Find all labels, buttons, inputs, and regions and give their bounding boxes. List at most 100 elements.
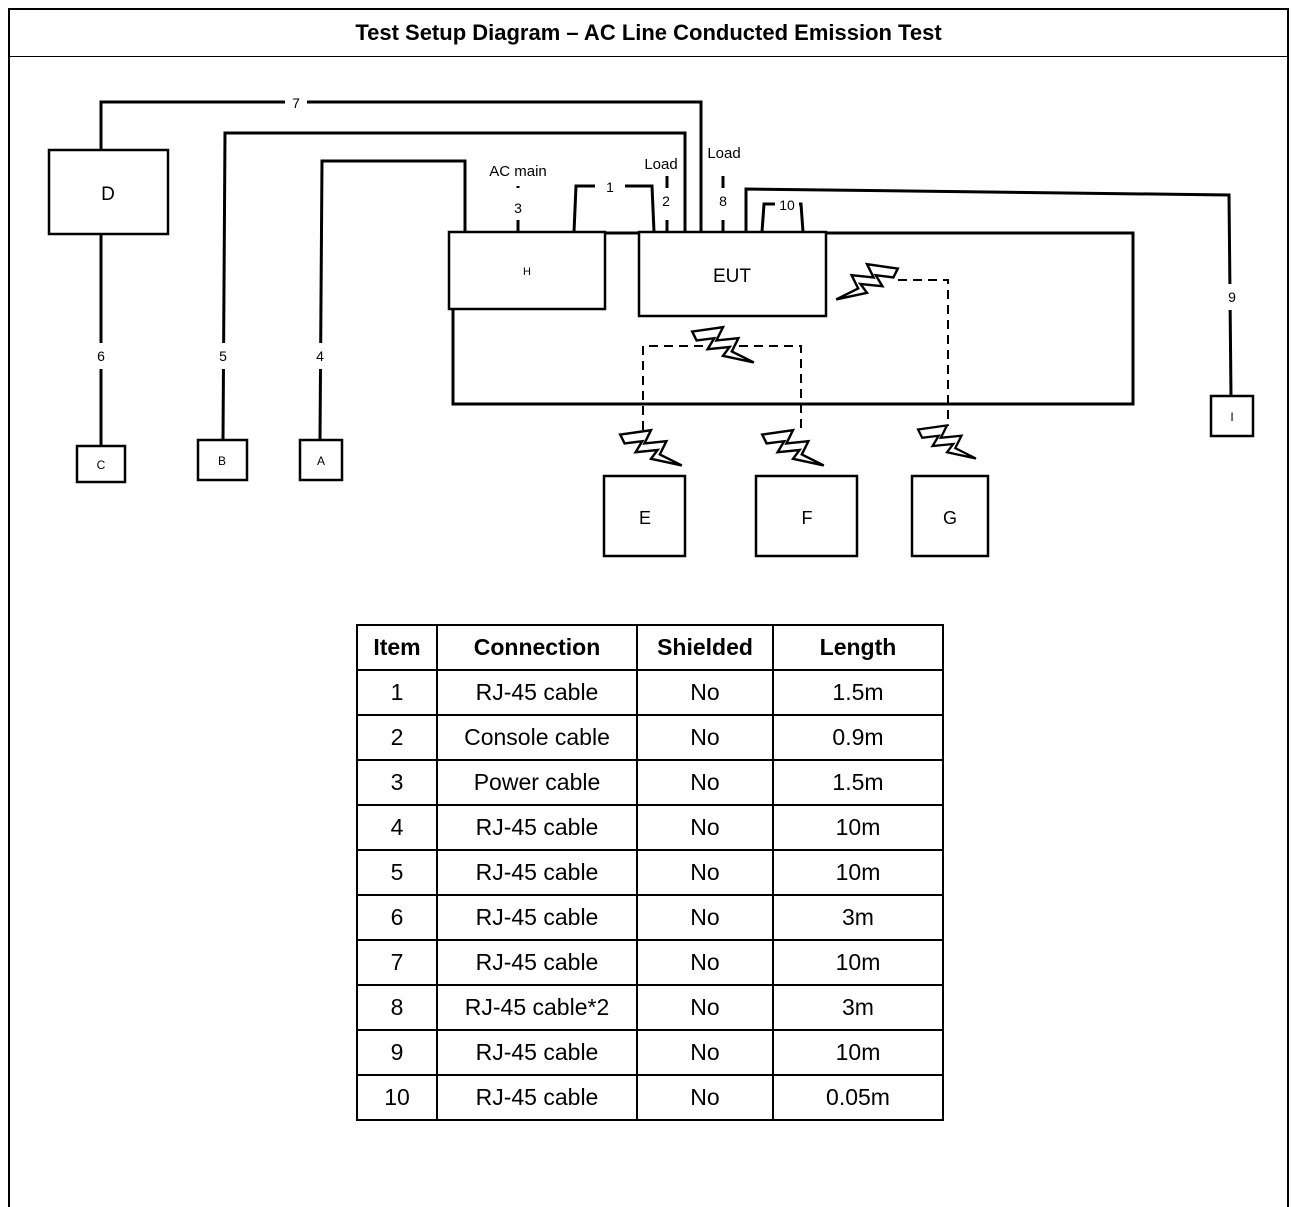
cell-item: 4 xyxy=(356,804,438,851)
table-header-row: Item Connection Shielded Length xyxy=(356,624,944,671)
cell-item: 9 xyxy=(356,1029,438,1076)
cell-connection: RJ-45 cable xyxy=(436,804,638,851)
header-item: Item xyxy=(356,624,438,671)
cell-shielded: No xyxy=(636,759,774,806)
load-label-2: Load xyxy=(644,156,677,173)
cable-4-number: 4 xyxy=(316,348,324,364)
device-h-box xyxy=(447,230,607,311)
cable-4 xyxy=(318,159,467,441)
cable-2-number: 2 xyxy=(662,193,670,209)
wireless-link-g xyxy=(898,279,949,426)
cell-length: 10m xyxy=(772,804,944,851)
cell-shielded: No xyxy=(636,714,774,761)
device-d-box xyxy=(47,148,170,236)
cell-item: 2 xyxy=(356,714,438,761)
cable-3-number: 3 xyxy=(514,200,522,216)
cell-shielded: No xyxy=(636,984,774,1031)
cell-shielded: No xyxy=(636,849,774,896)
cell-connection: Console cable xyxy=(436,714,638,761)
cell-shielded: No xyxy=(636,1029,774,1076)
device-c-box xyxy=(75,444,127,484)
eut-label: EUT xyxy=(713,266,751,287)
cell-item: 10 xyxy=(356,1074,438,1121)
table-row: 7 RJ-45 cable No 10m xyxy=(356,939,944,986)
table-row: 3 Power cable No 1.5m xyxy=(356,759,944,806)
cell-connection: Power cable xyxy=(436,759,638,806)
wireless-lightning-icon xyxy=(760,428,826,467)
wireless-link-ef xyxy=(642,345,802,430)
cell-item: 5 xyxy=(356,849,438,896)
device-i-box xyxy=(1209,394,1255,438)
document-frame: Test Setup Diagram – AC Line Conducted E… xyxy=(8,8,1289,1207)
cable-10-number: 10 xyxy=(779,197,795,213)
wireless-lightning-icon xyxy=(618,428,684,467)
cable-8-number: 8 xyxy=(719,193,727,209)
cell-connection: RJ-45 cable xyxy=(436,894,638,941)
cell-item: 3 xyxy=(356,759,438,806)
device-i-label: I xyxy=(1230,410,1233,424)
cell-shielded: No xyxy=(636,804,774,851)
table-row: 9 RJ-45 cable No 10m xyxy=(356,1029,944,1076)
wireless-lightning-icon xyxy=(916,424,978,460)
cable-9-number: 9 xyxy=(1228,289,1236,305)
table-row: 6 RJ-45 cable No 3m xyxy=(356,894,944,941)
device-d-label: D xyxy=(101,184,115,205)
cell-length: 10m xyxy=(772,1029,944,1076)
load-label-8: Load xyxy=(707,145,740,162)
cell-connection: RJ-45 cable xyxy=(436,669,638,716)
device-b-label: B xyxy=(218,454,226,468)
cell-shielded: No xyxy=(636,1074,774,1121)
cell-item: 1 xyxy=(356,669,438,716)
cell-length: 1.5m xyxy=(772,669,944,716)
device-c-label: C xyxy=(97,458,106,472)
cable-table: Item Connection Shielded Length 1 RJ-45 … xyxy=(356,624,944,1121)
table-row: 1 RJ-45 cable No 1.5m xyxy=(356,669,944,716)
cell-connection: RJ-45 cable xyxy=(436,849,638,896)
cell-length: 3m xyxy=(772,984,944,1031)
device-h-label: H xyxy=(523,266,531,278)
device-e-label: E xyxy=(639,508,651,528)
device-f-box xyxy=(754,474,859,558)
cell-connection: RJ-45 cable*2 xyxy=(436,984,638,1031)
cell-length: 10m xyxy=(772,849,944,896)
wireless-lightning-icon xyxy=(834,262,900,301)
cable-7-number: 7 xyxy=(292,95,300,111)
eut-box xyxy=(637,230,828,318)
header-connection: Connection xyxy=(436,624,638,671)
header-length: Length xyxy=(772,624,944,671)
diagram-title: Test Setup Diagram – AC Line Conducted E… xyxy=(10,10,1287,57)
cable-5 xyxy=(221,131,687,441)
cell-item: 7 xyxy=(356,939,438,986)
table-row: 4 RJ-45 cable No 10m xyxy=(356,804,944,851)
device-g-box xyxy=(910,474,990,558)
cell-item: 6 xyxy=(356,894,438,941)
header-shielded: Shielded xyxy=(636,624,774,671)
cable-7 xyxy=(99,100,703,232)
device-a-box xyxy=(298,438,344,482)
cell-length: 10m xyxy=(772,939,944,986)
cell-shielded: No xyxy=(636,669,774,716)
cell-connection: RJ-45 cable xyxy=(436,1074,638,1121)
table-row: 5 RJ-45 cable No 10m xyxy=(356,849,944,896)
device-a-label: A xyxy=(317,454,325,468)
cell-length: 1.5m xyxy=(772,759,944,806)
cell-connection: RJ-45 cable xyxy=(436,1029,638,1076)
cell-item: 8 xyxy=(356,984,438,1031)
cable-5-number: 5 xyxy=(219,348,227,364)
cell-length: 0.9m xyxy=(772,714,944,761)
table-row: 8 RJ-45 cable*2 No 3m xyxy=(356,984,944,1031)
cell-connection: RJ-45 cable xyxy=(436,939,638,986)
device-b-box xyxy=(196,438,249,482)
cable-6-number: 6 xyxy=(97,348,105,364)
cell-shielded: No xyxy=(636,894,774,941)
table-row: 2 Console cable No 0.9m xyxy=(356,714,944,761)
cable-1-number: 1 xyxy=(606,179,614,195)
ac-main-label: AC main xyxy=(489,163,547,180)
cell-length: 3m xyxy=(772,894,944,941)
device-g-label: G xyxy=(943,508,957,528)
cell-length: 0.05m xyxy=(772,1074,944,1121)
device-e-box xyxy=(602,474,687,558)
device-f-label: F xyxy=(802,508,813,528)
wireless-lightning-icon xyxy=(690,325,756,364)
